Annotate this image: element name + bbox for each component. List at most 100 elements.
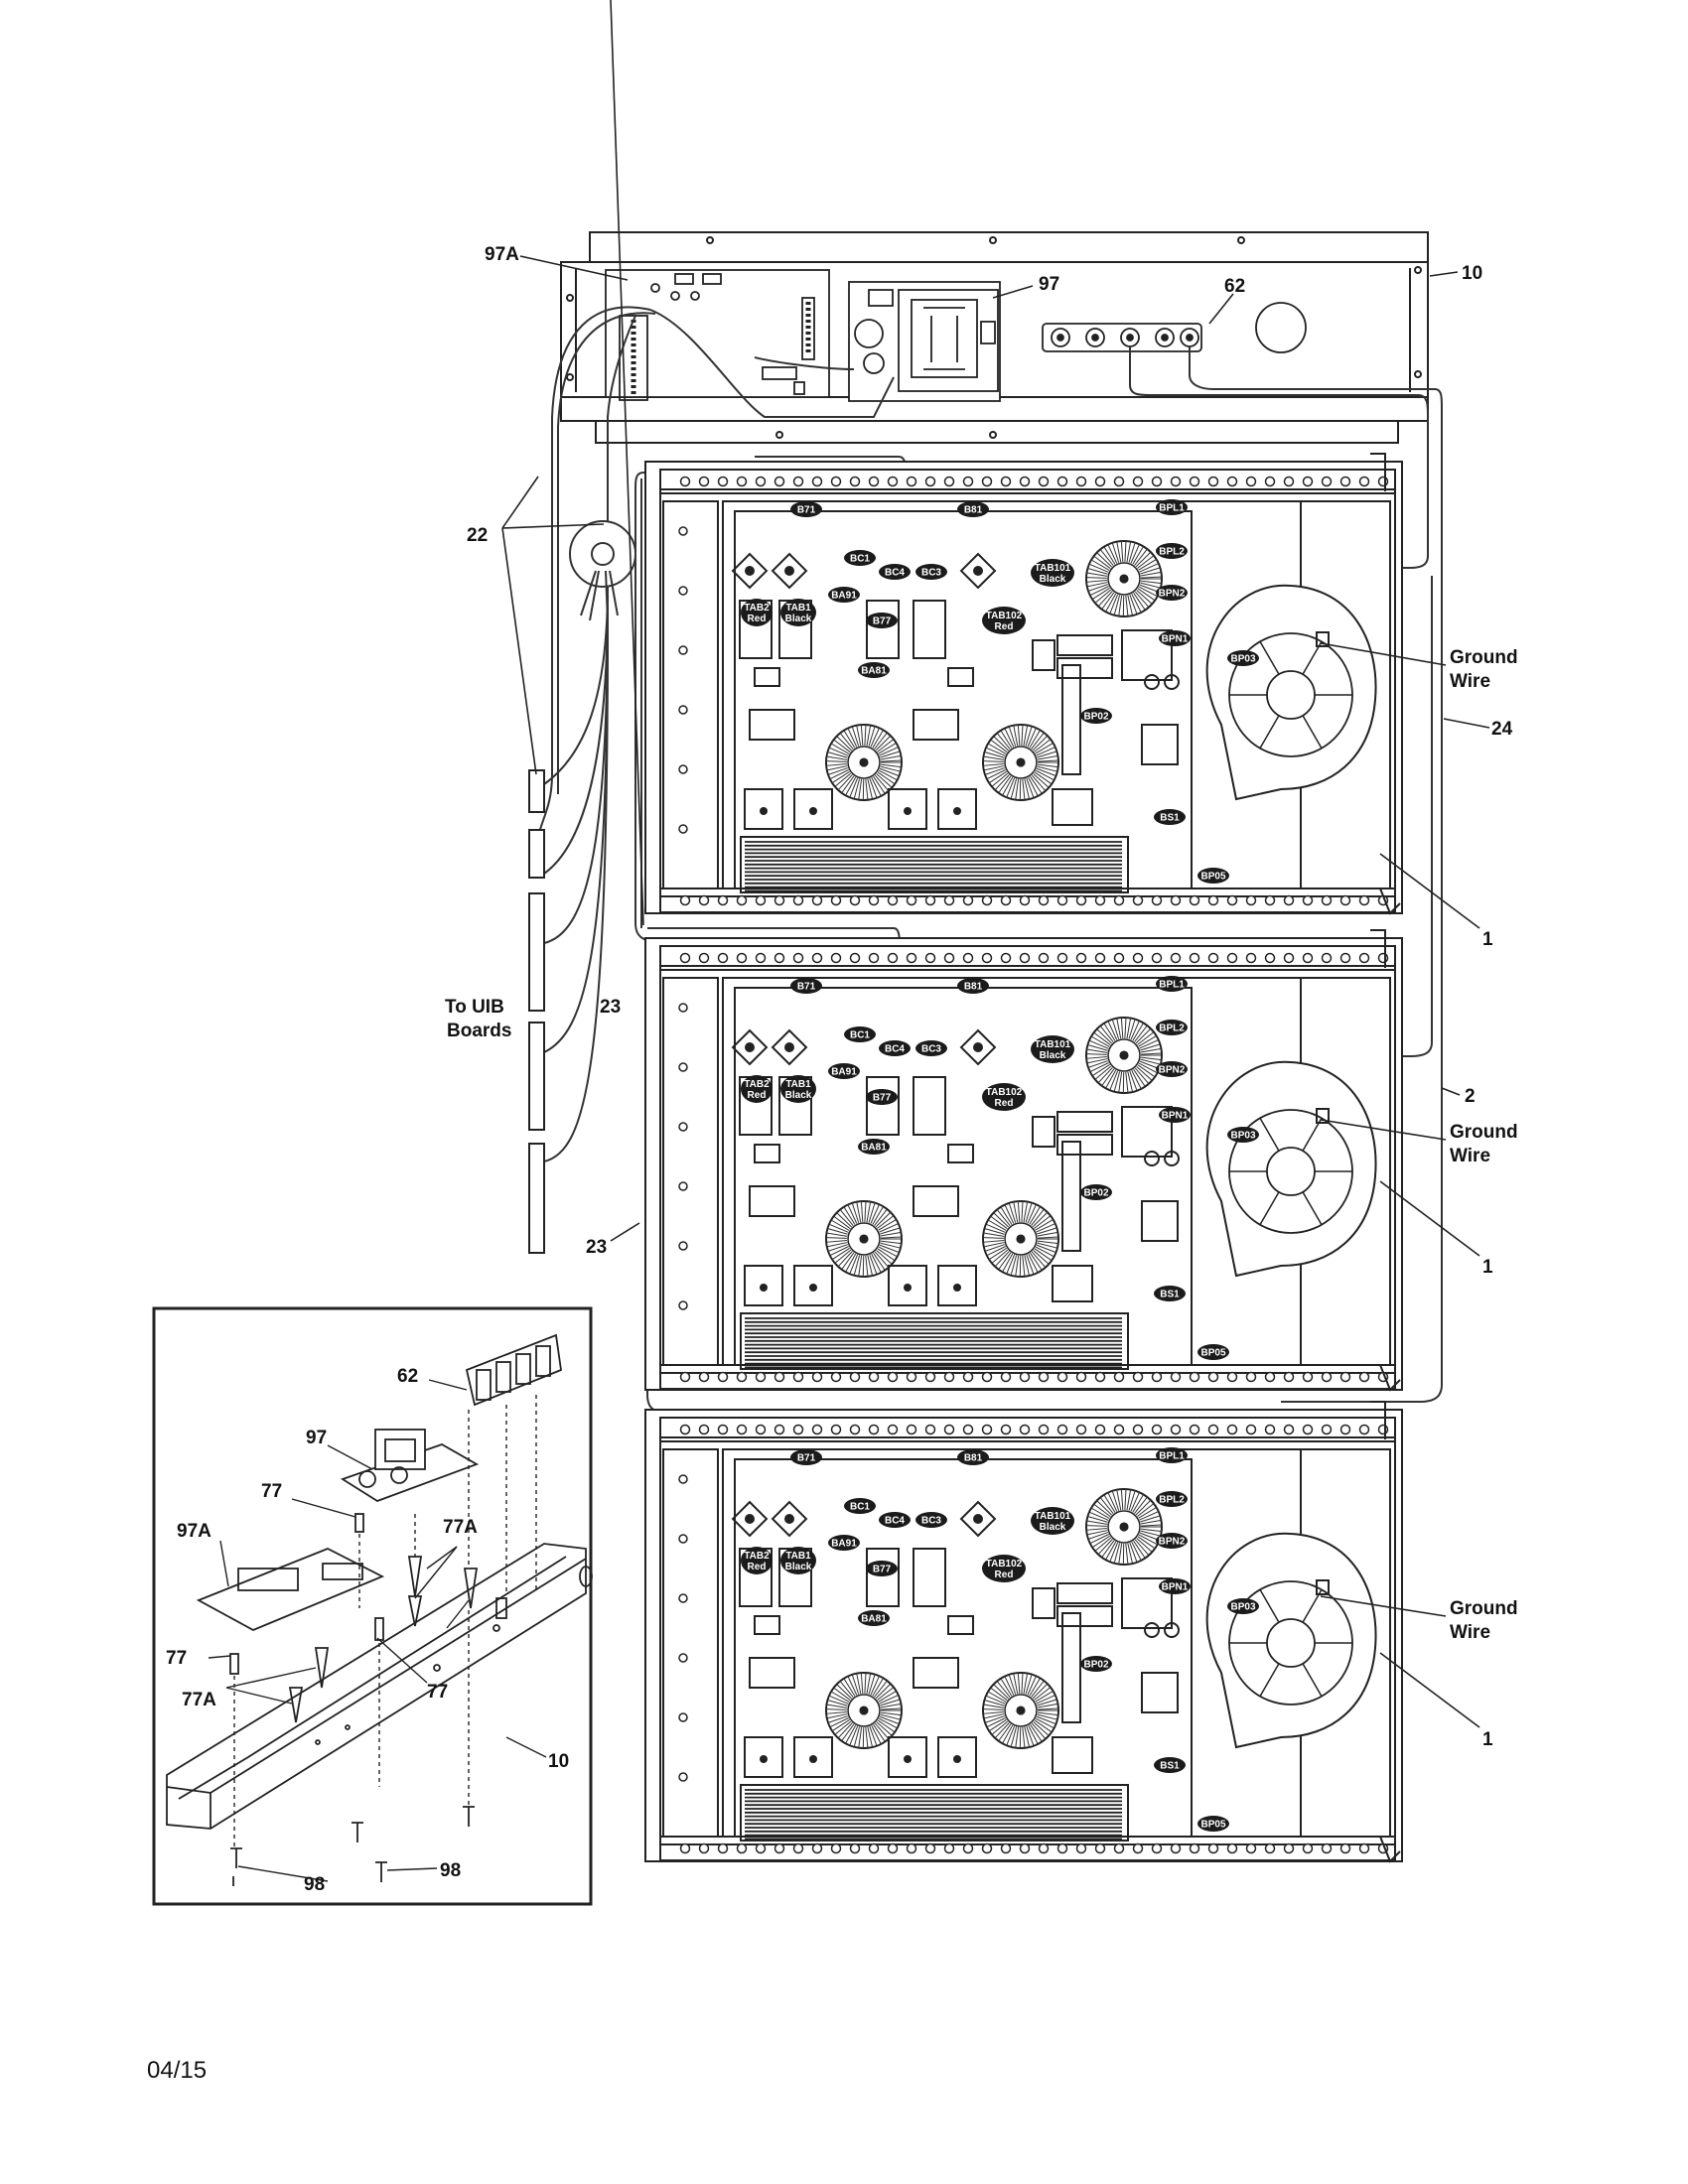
cooling-fan <box>1205 584 1377 801</box>
leader-lines <box>501 0 1490 1728</box>
svg-text:TAB2: TAB2 <box>744 603 770 614</box>
tag-bpl2: BPL2 <box>1156 1491 1188 1507</box>
svg-text:TAB1: TAB1 <box>785 603 811 614</box>
tag-ba81: BA81 <box>858 662 890 678</box>
svg-text:BPL2: BPL2 <box>1159 1495 1185 1506</box>
tag-bs1: BS1 <box>1154 809 1186 825</box>
svg-text:BC3: BC3 <box>921 1516 941 1527</box>
tag-b77: B77 <box>866 613 898 628</box>
inset-callout-10: 10 <box>548 1751 569 1772</box>
tag-bc3: BC3 <box>915 1512 947 1528</box>
svg-text:B77: B77 <box>873 616 892 627</box>
callout-22: 22 <box>467 525 488 546</box>
svg-text:BPN2: BPN2 <box>1159 1537 1186 1548</box>
revision-date: 04/15 <box>147 2057 208 2084</box>
inset-callout-97A: 97A <box>177 1521 211 1542</box>
svg-text:TAB101: TAB101 <box>1035 1039 1071 1050</box>
inductor-toroid-left <box>825 1200 903 1278</box>
output-coil-toroid <box>1085 1017 1163 1094</box>
svg-text:Black: Black <box>1040 574 1066 585</box>
to-uib-boards-l1: To UIB <box>445 997 504 1018</box>
svg-text:Red: Red <box>995 1570 1014 1580</box>
output-coil-toroid <box>1085 540 1163 617</box>
tag-b81: B81 <box>957 1449 989 1465</box>
inset-callout-77A-a: 77A <box>443 1517 478 1538</box>
svg-text:BP02: BP02 <box>1083 1188 1108 1199</box>
svg-text:BS1: BS1 <box>1160 1761 1180 1772</box>
tag-bpn1: BPN1 <box>1159 1578 1191 1594</box>
svg-text:BPL2: BPL2 <box>1159 1024 1185 1034</box>
svg-text:BA81: BA81 <box>861 1143 887 1154</box>
ground-wire-label-top-l2: Wire <box>1450 671 1490 692</box>
svg-text:BP05: BP05 <box>1200 872 1225 883</box>
tag-bpn1: BPN1 <box>1159 630 1191 646</box>
svg-text:BA81: BA81 <box>861 1614 887 1625</box>
tag-bc3: BC3 <box>915 1040 947 1056</box>
svg-text:BA91: BA91 <box>831 1539 857 1550</box>
svg-text:BC4: BC4 <box>885 1044 905 1055</box>
svg-text:BPL1: BPL1 <box>1159 980 1185 991</box>
tag-bpl1: BPL1 <box>1156 499 1188 515</box>
inset-callout-77-b: 77 <box>166 1648 187 1669</box>
callout-97: 97 <box>1039 274 1059 295</box>
tag-b81: B81 <box>957 501 989 517</box>
inductor-toroid-left <box>825 724 903 801</box>
inset-callout-77-c: 77 <box>427 1682 448 1703</box>
callout-23-upper: 23 <box>600 997 621 1018</box>
callout-23-lower: 23 <box>586 1237 607 1258</box>
inset-callout-97: 97 <box>306 1428 327 1448</box>
svg-text:B71: B71 <box>797 505 816 516</box>
svg-text:TAB102: TAB102 <box>986 1559 1023 1570</box>
svg-text:Black: Black <box>785 1562 812 1572</box>
tag-bpn2: BPN2 <box>1156 1533 1188 1549</box>
inset-callout-77-a: 77 <box>261 1481 282 1502</box>
svg-text:Red: Red <box>995 1098 1014 1109</box>
tag-bc3: BC3 <box>915 564 947 580</box>
svg-text:Black: Black <box>1040 1522 1066 1533</box>
svg-text:B81: B81 <box>964 982 983 993</box>
svg-text:BC4: BC4 <box>885 1516 905 1527</box>
svg-text:TAB102: TAB102 <box>986 611 1023 621</box>
svg-text:TAB1: TAB1 <box>785 1551 811 1562</box>
svg-text:B77: B77 <box>873 1093 892 1104</box>
svg-text:BC1: BC1 <box>850 1030 870 1041</box>
svg-text:Black: Black <box>785 614 812 624</box>
svg-text:BA91: BA91 <box>831 1067 857 1078</box>
tag-bpl1: BPL1 <box>1156 1447 1188 1463</box>
svg-text:BPL1: BPL1 <box>1159 503 1185 514</box>
tag-bs1: BS1 <box>1154 1757 1186 1773</box>
tag-bp02: BP02 <box>1080 708 1112 724</box>
exploded-inset <box>152 1306 593 1906</box>
tag-bpn2: BPN2 <box>1156 585 1188 601</box>
svg-text:BPL1: BPL1 <box>1159 1451 1185 1462</box>
callout-2: 2 <box>1465 1086 1476 1107</box>
svg-text:BPN1: BPN1 <box>1162 634 1189 645</box>
callout-24: 24 <box>1491 719 1513 740</box>
callout-62: 62 <box>1224 276 1245 297</box>
inset-callout-98-a: 98 <box>304 1874 325 1895</box>
svg-text:Red: Red <box>748 1562 767 1572</box>
svg-text:TAB1: TAB1 <box>785 1079 811 1090</box>
svg-text:TAB2: TAB2 <box>744 1079 770 1090</box>
callout-10: 10 <box>1462 263 1482 284</box>
inductor-toroid-right <box>982 1672 1059 1749</box>
svg-text:BP03: BP03 <box>1230 654 1255 665</box>
terminal-block-62 <box>1042 302 1307 353</box>
tag-bc4: BC4 <box>879 1040 911 1056</box>
cooling-fan <box>1205 1060 1377 1278</box>
tag-bp05: BP05 <box>1197 868 1229 884</box>
svg-text:BP02: BP02 <box>1083 1660 1108 1671</box>
ground-wire-label-bot-l1: Ground <box>1450 1598 1518 1619</box>
svg-text:BPL2: BPL2 <box>1159 547 1185 558</box>
uib-connectors <box>528 769 545 1254</box>
tag-bp02: BP02 <box>1080 1656 1112 1672</box>
tag-bp03: BP03 <box>1227 1127 1259 1143</box>
to-uib-boards-l2: Boards <box>447 1021 511 1041</box>
